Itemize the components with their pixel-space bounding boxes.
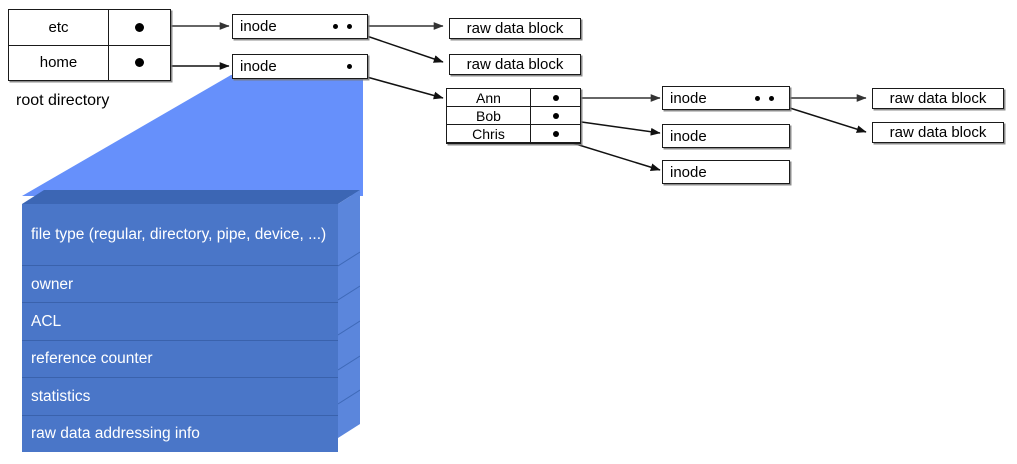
table-row: Ann [447, 89, 580, 107]
table-row: etc [9, 10, 170, 46]
inode-box-home: inode [232, 54, 368, 79]
dir-entry-pointer [109, 10, 170, 45]
table-row: Bob [447, 107, 580, 125]
inode-label: inode [670, 163, 707, 181]
pointer-dot-icon [552, 112, 559, 119]
root-directory-caption: root directory [16, 92, 110, 109]
dir-entry-name: Chris [447, 125, 531, 142]
raw-data-block-etc-1: raw data block [449, 18, 581, 39]
inode-structure-block: file type (regular, directory, pipe, dev… [22, 204, 338, 453]
inode-field-acl: ACL [22, 303, 338, 341]
inode-label: inode [240, 18, 277, 35]
inode-label: inode [670, 127, 707, 145]
inode-pointer-dots [755, 95, 782, 101]
pointer-dot-icon [755, 95, 760, 101]
dir-entry-pointer [109, 46, 170, 81]
pointer-dot-icon [333, 24, 338, 29]
inode-box-chris: inode [662, 160, 790, 184]
pointer-dot-icon [135, 58, 144, 68]
raw-data-block-label: raw data block [889, 124, 987, 141]
pointer-dot-icon [769, 95, 774, 101]
inode-label: inode [670, 89, 707, 107]
dir-entry-name: home [9, 45, 109, 80]
dir-entry-pointer [531, 89, 580, 106]
pointer-dot-icon [552, 94, 559, 101]
inode-field-owner: owner [22, 266, 338, 304]
dir-entry-pointer [531, 107, 580, 124]
table-row: home [9, 45, 170, 81]
inode-box-ann: inode [662, 86, 790, 110]
pointer-dot-icon [347, 24, 352, 29]
raw-data-block-label: raw data block [466, 20, 564, 37]
zoom-wedge [22, 71, 363, 196]
pointer-dot-icon [135, 22, 144, 32]
inode-field-statistics: statistics [22, 378, 338, 416]
inode-field-reference-counter: reference counter [22, 340, 338, 379]
pointer-dot-icon [347, 64, 352, 69]
raw-data-block-etc-2: raw data block [449, 54, 581, 75]
dir-entry-pointer [531, 125, 580, 142]
inode-structure-front-face: file type (regular, directory, pipe, dev… [22, 204, 338, 453]
dir-entry-name: Ann [447, 89, 531, 106]
raw-data-block-label: raw data block [889, 90, 987, 107]
inode-box-bob: inode [662, 124, 790, 148]
inode-field-file-type: file type (regular, directory, pipe, dev… [22, 204, 338, 266]
raw-data-block-ann-1: raw data block [872, 88, 1004, 109]
inode-box-etc: inode [232, 14, 368, 39]
table-row: Chris [447, 125, 580, 143]
inode-struct-side-edges [338, 251, 360, 405]
root-directory-table: etc home [8, 9, 171, 81]
pointer-dot-icon [552, 130, 559, 137]
dir-entry-name: etc [9, 10, 109, 45]
inode-label: inode [240, 58, 277, 75]
dir-entry-name: Bob [447, 107, 531, 124]
raw-data-block-label: raw data block [466, 56, 564, 73]
inode-pointer-dots [333, 24, 360, 29]
inode-struct-top-face [22, 190, 360, 204]
raw-data-block-ann-2: raw data block [872, 122, 1004, 143]
inode-pointer-dots [347, 64, 360, 69]
home-directory-table: Ann Bob Chris [446, 88, 581, 144]
inode-field-raw-data-addressing: raw data addressing info [22, 415, 338, 453]
inode-struct-side-face [338, 190, 360, 438]
